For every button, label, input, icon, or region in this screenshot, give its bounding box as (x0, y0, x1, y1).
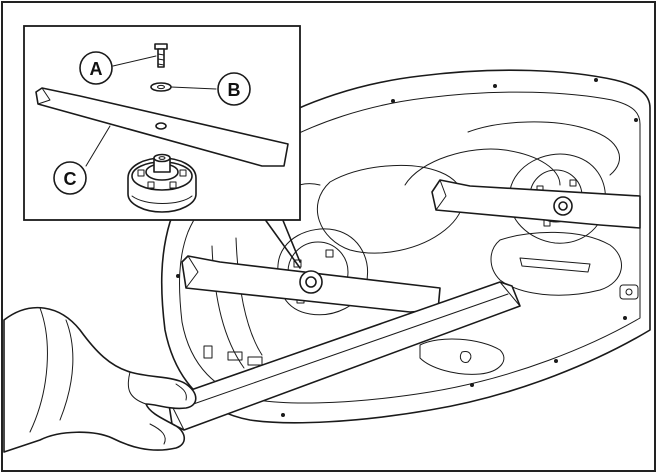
mower-blade (35, 87, 289, 167)
blade-bolt (154, 43, 168, 68)
callout-c-label: C (64, 169, 77, 189)
callout-b: B (217, 72, 251, 106)
hand-holding-block (3, 281, 521, 453)
callout-a: A (79, 51, 113, 85)
callout-b-label: B (228, 80, 241, 100)
callout-a-label: A (90, 59, 103, 79)
spindle-hub (127, 153, 197, 213)
right-mower-blade (431, 179, 641, 229)
center-mower-blade (181, 255, 441, 313)
callout-c: C (53, 161, 87, 195)
inset-detail: A B C (23, 25, 301, 269)
washer (150, 82, 172, 92)
